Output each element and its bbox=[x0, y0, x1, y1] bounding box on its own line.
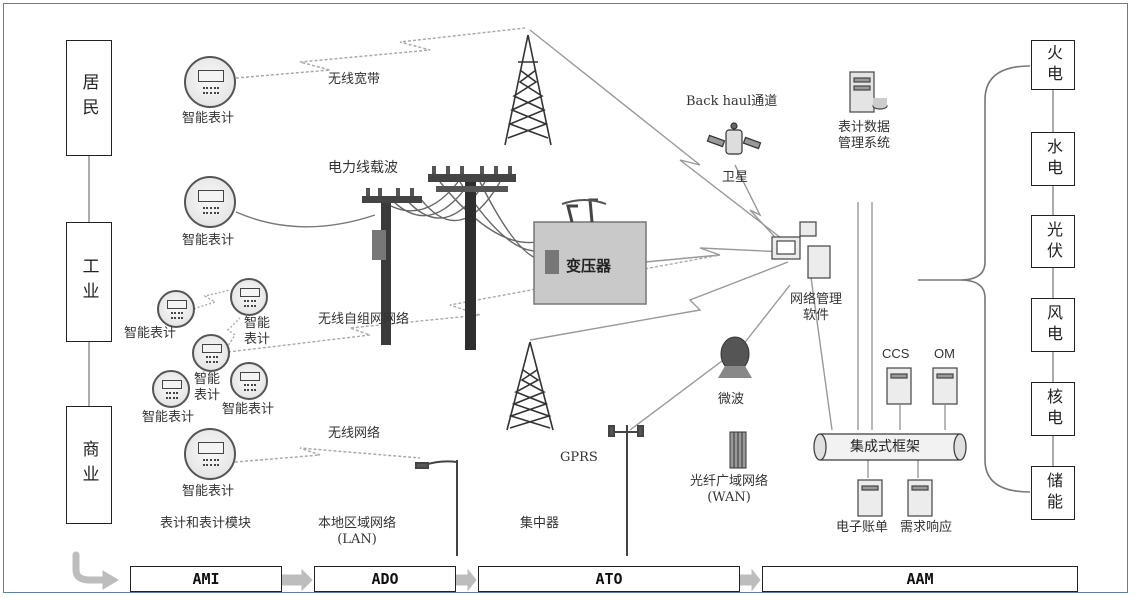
source-storage: 储能 bbox=[1031, 466, 1075, 520]
powerline-carrier-label: 电力线载波 bbox=[328, 160, 398, 176]
smart-meter-icon bbox=[192, 334, 230, 372]
demand-server bbox=[907, 479, 933, 517]
ccs-server bbox=[886, 367, 912, 405]
meter-label: 智能 表计 bbox=[244, 316, 271, 347]
satellite-label: 卫星 bbox=[722, 170, 749, 185]
fiber-wan-label: 光纤广域网络 (WAN) bbox=[690, 474, 769, 505]
mdms-label: 表计数据 管理系统 bbox=[838, 120, 891, 151]
meter-label: 智能表计 bbox=[124, 326, 177, 341]
meter-label: 智能表计 bbox=[222, 402, 275, 417]
stage-aam: AAM bbox=[762, 566, 1078, 592]
flow-arrow-1 bbox=[281, 568, 313, 592]
category-residential: 居民 bbox=[66, 40, 112, 156]
right-brace bbox=[918, 65, 1031, 493]
category-commercial: 商业 bbox=[66, 406, 112, 524]
microwave-label: 微波 bbox=[718, 392, 745, 407]
lan-label: 本地区域网络 (LAN) bbox=[318, 516, 397, 547]
source-nuclear: 核电 bbox=[1031, 382, 1075, 436]
source-solar: 光伏 bbox=[1031, 215, 1075, 268]
nms-workstation bbox=[771, 221, 831, 279]
mdms-server bbox=[849, 71, 888, 113]
smart-meter-icon bbox=[157, 290, 195, 328]
wireless-network-label: 无线网络 bbox=[328, 426, 381, 441]
meter-label: 智能表计 bbox=[182, 484, 235, 499]
source-thermal: 火电 bbox=[1031, 40, 1075, 90]
gprs-label: GPRS bbox=[560, 450, 598, 465]
source-hydro: 水电 bbox=[1031, 132, 1075, 186]
stage-ato: ATO bbox=[478, 566, 740, 592]
transformer bbox=[533, 198, 647, 305]
meters-modules-label: 表计和表计模块 bbox=[160, 516, 252, 531]
wireless-mesh-label: 无线自组网网络 bbox=[318, 312, 410, 327]
om-label: OM bbox=[934, 346, 955, 361]
microwave-dish bbox=[718, 336, 752, 378]
smart-meter-icon bbox=[184, 428, 236, 480]
billing-server bbox=[857, 479, 883, 517]
smart-meter-icon bbox=[184, 176, 236, 228]
utility-pole bbox=[362, 188, 422, 345]
smart-meter-icon bbox=[152, 370, 190, 408]
wireless-broadband-label: 无线宽带 bbox=[328, 72, 381, 87]
smart-meter-icon bbox=[230, 278, 268, 316]
concentrator-label: 集中器 bbox=[520, 516, 560, 531]
radio-tower bbox=[504, 34, 552, 146]
nms-label: 网络管理 软件 bbox=[790, 292, 843, 323]
transformer-label: 变压器 bbox=[566, 257, 612, 275]
street-light bbox=[415, 460, 458, 556]
start-arrow bbox=[72, 551, 108, 584]
flow-arrow-3 bbox=[739, 568, 761, 592]
meter-label: 智能表计 bbox=[142, 410, 195, 425]
smart-meter-icon bbox=[184, 56, 236, 108]
integration-framework bbox=[813, 433, 967, 461]
stage-ami: AMI bbox=[130, 566, 282, 592]
smart-meter-icon bbox=[230, 362, 268, 400]
meter-label: 智能 表计 bbox=[194, 372, 221, 403]
utility-pole bbox=[428, 166, 516, 350]
e-billing-label: 电子账单 bbox=[836, 520, 889, 535]
om-server bbox=[932, 367, 958, 405]
meter-label: 智能表计 bbox=[182, 111, 235, 126]
backhaul-label: Back haul通道 bbox=[686, 94, 778, 109]
ccs-label: CCS bbox=[882, 346, 910, 361]
demand-response-label: 需求响应 bbox=[900, 520, 953, 535]
flow-arrow-2 bbox=[455, 568, 477, 592]
integration-framework-label: 集成式框架 bbox=[850, 439, 920, 455]
satellite bbox=[706, 122, 762, 155]
fiber-cable bbox=[729, 431, 747, 469]
concentrator-pole bbox=[608, 425, 644, 556]
source-wind: 风电 bbox=[1031, 298, 1075, 352]
radio-tower bbox=[506, 341, 554, 431]
stage-ado: ADO bbox=[314, 566, 456, 592]
category-industrial: 工业 bbox=[66, 222, 112, 342]
meter-label: 智能表计 bbox=[182, 233, 235, 248]
